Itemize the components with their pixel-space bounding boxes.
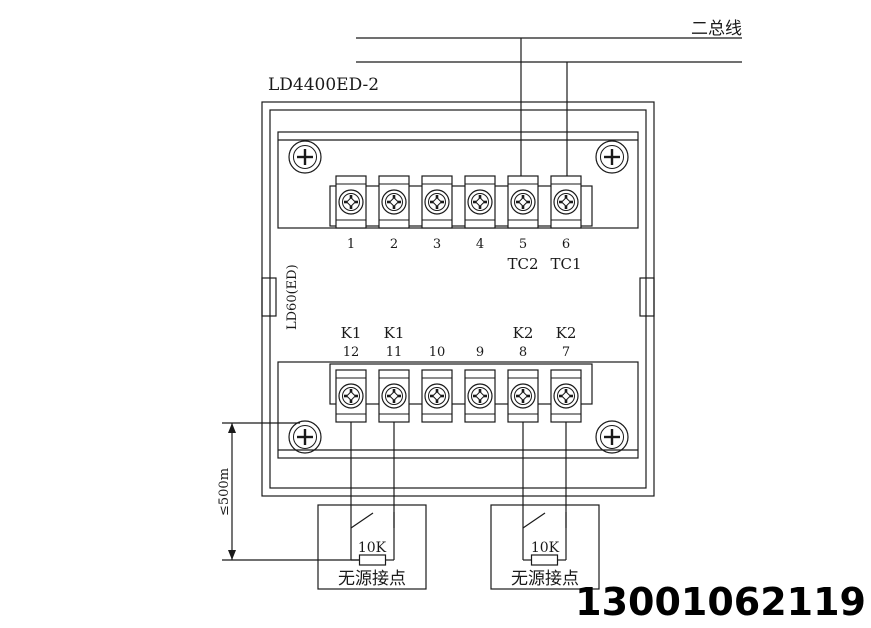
bus-label: 二总线 xyxy=(691,19,742,39)
resistor-label: 10K xyxy=(358,540,387,556)
terminal-screw-icon xyxy=(421,175,453,229)
side-tab-right xyxy=(639,277,655,317)
bottom-terminal-strip xyxy=(329,363,593,405)
top-terminal-plate xyxy=(277,131,639,229)
bottom-terminal-number: 9 xyxy=(476,345,484,360)
top-terminal-number: 1 xyxy=(347,237,355,252)
bottom-terminal-number: 11 xyxy=(386,345,403,360)
top-terminal-number: 5 xyxy=(519,237,527,252)
passive-contact-box xyxy=(490,504,600,590)
bottom-terminal-number: 7 xyxy=(562,345,570,360)
passive-contact-box xyxy=(317,504,427,590)
mounting-screw-icon xyxy=(595,140,629,174)
distance-label: ≤500m xyxy=(217,468,232,516)
bottom-terminal-signal: K2 xyxy=(556,324,577,342)
top-terminal-number: 2 xyxy=(390,237,398,252)
mounting-screw-icon xyxy=(595,420,629,454)
top-terminal-number: 6 xyxy=(562,237,570,252)
top-terminal-number: 4 xyxy=(476,237,484,252)
terminal-screw-icon xyxy=(507,369,539,423)
terminal-screw-icon xyxy=(335,369,367,423)
bottom-terminal-number: 10 xyxy=(429,345,446,360)
side-tab-left xyxy=(261,277,277,317)
bottom-terminal-number: 12 xyxy=(343,345,360,360)
resistor-icon xyxy=(530,554,559,566)
terminal-screw-icon xyxy=(378,175,410,229)
mounting-screw-icon xyxy=(288,420,322,454)
terminal-screw-icon xyxy=(550,369,582,423)
terminal-screw-icon xyxy=(421,369,453,423)
model-label: LD4400ED-2 xyxy=(268,75,379,95)
bottom-terminal-signal: K2 xyxy=(513,324,534,342)
top-terminal-signal: TC2 xyxy=(507,255,538,273)
base-label: LD60(ED) xyxy=(285,264,300,330)
bottom-terminal-signal: K1 xyxy=(384,324,405,342)
terminal-screw-icon xyxy=(550,175,582,229)
top-terminal-number: 3 xyxy=(433,237,441,252)
terminal-screw-icon xyxy=(507,175,539,229)
module-housing-inner xyxy=(269,109,647,489)
resistor-label: 10K xyxy=(531,540,560,556)
contact-box-label: 无源接点 xyxy=(511,569,579,589)
bottom-terminal-number: 8 xyxy=(519,345,527,360)
bottom-terminal-plate xyxy=(277,361,639,459)
resistor-icon xyxy=(358,554,387,566)
top-terminal-signal: TC1 xyxy=(550,255,581,273)
terminal-screw-icon xyxy=(378,369,410,423)
terminal-screw-icon xyxy=(464,175,496,229)
terminal-screw-icon xyxy=(335,175,367,229)
bottom-terminal-signal: K1 xyxy=(341,324,362,342)
phone-number: 13001062119 xyxy=(575,580,866,624)
terminal-screw-icon xyxy=(464,369,496,423)
contact-box-label: 无源接点 xyxy=(338,569,406,589)
top-terminal-strip xyxy=(329,185,593,227)
mounting-screw-icon xyxy=(288,140,322,174)
